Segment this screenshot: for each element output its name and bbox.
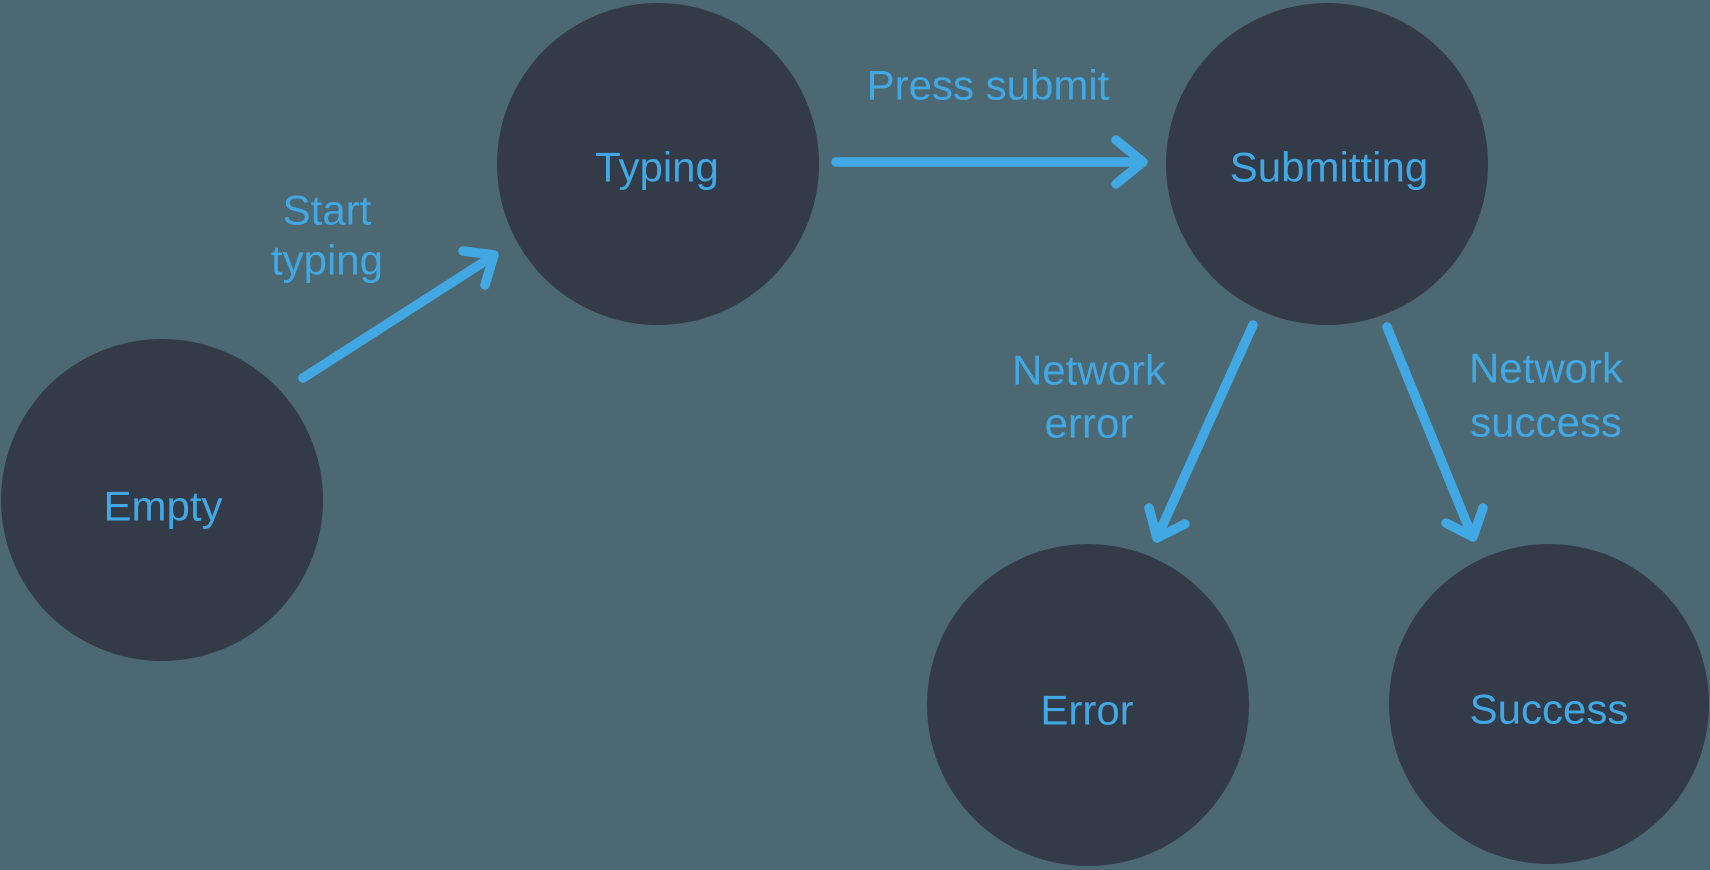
start-typing-label-line2: typing [271, 237, 383, 284]
transition-start-typing: Start typing [271, 187, 499, 383]
typing-node-circle [497, 3, 819, 325]
error-node-circle [927, 544, 1249, 866]
submitting-node-label: Submitting [1230, 144, 1428, 191]
network-success-label-line1: Network [1469, 345, 1624, 392]
state-node-success: Success [1389, 544, 1709, 864]
empty-node-label: Empty [103, 483, 222, 530]
success-node-circle [1389, 544, 1709, 864]
network-error-label-line2: error [1045, 400, 1134, 447]
start-typing-arrowhead-icon [458, 246, 499, 290]
transition-network-error: Network error [1012, 320, 1258, 543]
network-success-arrow-shaft [1382, 322, 1475, 536]
network-error-label-line1: Network [1012, 347, 1167, 394]
transition-press-submit: Press submit [831, 62, 1148, 189]
typing-node-label: Typing [595, 144, 719, 191]
state-node-submitting: Submitting [1166, 3, 1488, 325]
start-typing-arrow-shaft [298, 253, 495, 383]
network-error-arrowhead-icon [1144, 503, 1190, 543]
press-submit-label: Press submit [867, 62, 1110, 109]
state-node-error: Error [927, 544, 1249, 866]
empty-node-circle [1, 339, 323, 661]
press-submit-arrowhead-icon [1111, 135, 1148, 189]
success-node-label: Success [1470, 686, 1629, 733]
network-error-arrow-shaft [1155, 320, 1258, 536]
error-node-label: Error [1040, 687, 1133, 734]
state-node-empty: Empty [1, 339, 323, 661]
start-typing-label-line1: Start [283, 187, 372, 234]
submitting-node-circle [1166, 3, 1488, 325]
network-success-label-line2: success [1470, 399, 1622, 446]
transition-network-success: Network success [1382, 322, 1624, 542]
state-node-typing: Typing [497, 3, 819, 325]
network-success-arrowhead-icon [1441, 503, 1488, 542]
